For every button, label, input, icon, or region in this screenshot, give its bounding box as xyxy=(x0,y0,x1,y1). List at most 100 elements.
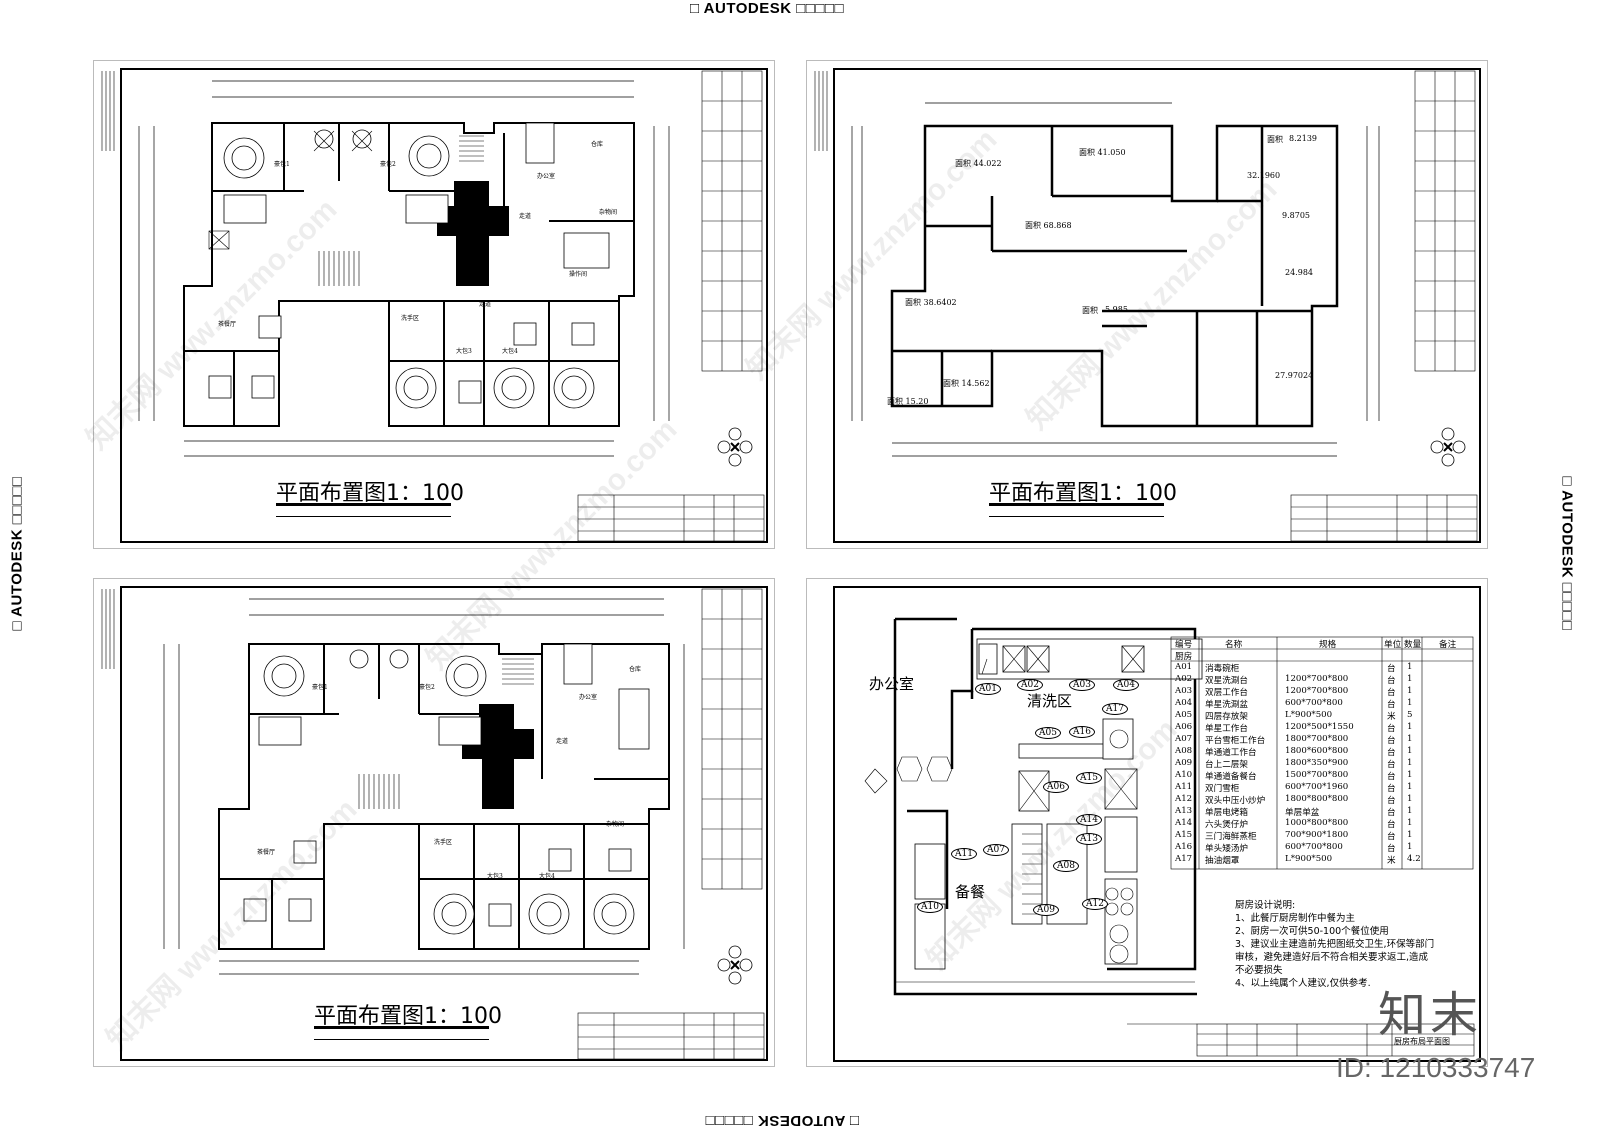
table-cell: A10 xyxy=(1175,770,1193,780)
room-label: 走道 xyxy=(519,213,532,220)
table-cell: 1800*700*800 xyxy=(1285,734,1349,744)
table-cell: 1 xyxy=(1407,758,1413,768)
equipment-tag: A14 xyxy=(1076,814,1102,826)
room-label: 豪包1 xyxy=(312,684,328,691)
room-label: 仓库 xyxy=(591,141,604,148)
table-cell: 1200*500*1550 xyxy=(1285,722,1354,732)
table-cell: 台 xyxy=(1387,748,1396,758)
table-header: 单位 xyxy=(1384,640,1402,650)
table-cell: 平台雪柜工作台 xyxy=(1205,736,1266,746)
drawing-frame xyxy=(120,586,768,1061)
table-cell: A11 xyxy=(1175,782,1193,792)
table-cell: 1 xyxy=(1407,686,1413,696)
table-cell: A16 xyxy=(1175,842,1193,852)
table-cell: 双头中压小炒炉 xyxy=(1205,796,1266,806)
equipment-tag: A17 xyxy=(1102,703,1128,715)
room-label: 大包3 xyxy=(456,348,472,355)
table-cell: 米 xyxy=(1387,712,1396,722)
table-cell: 600*700*800 xyxy=(1285,842,1343,852)
image-id-label: ID: 1210333747 xyxy=(1336,1052,1536,1083)
note-line: 3、建议业主建造前先把图纸交卫生,环保等部门 xyxy=(1235,939,1435,950)
kitchen-notes: 厨房设计说明: 1、此餐厅厨房制作中餐为主 2、厨房一次可供50-100个餐位使… xyxy=(1235,899,1434,990)
table-cell: 单层单盆 xyxy=(1285,808,1320,818)
table-cell: A03 xyxy=(1175,686,1193,696)
room-label: 洗手区 xyxy=(401,315,420,322)
znzmo-logo: 知末 xyxy=(1378,987,1483,1043)
table-cell: 台 xyxy=(1387,796,1396,806)
room-label: 走道 xyxy=(479,301,492,308)
table-cell: L*900*500 xyxy=(1285,854,1333,864)
autodesk-banner-bottom: □ AUTODESK □□□□□ xyxy=(705,1112,860,1129)
table-cell: A01 xyxy=(1175,662,1193,672)
note-line: 1、此餐厅厨房制作中餐为主 xyxy=(1235,913,1356,924)
table-cell: 1 xyxy=(1407,806,1413,816)
area-label: 32.1960 xyxy=(1247,171,1281,180)
table-cell: 1800*600*800 xyxy=(1285,746,1349,756)
table-cell: 1 xyxy=(1407,830,1413,840)
table-cell: 台 xyxy=(1387,784,1396,794)
table-cell: 600*700*800 xyxy=(1285,698,1343,708)
table-cell: 1 xyxy=(1407,698,1413,708)
table-cell: 台 xyxy=(1387,664,1396,674)
table-cell: A02 xyxy=(1175,674,1193,684)
area-label: 9.8705 xyxy=(1282,211,1310,220)
equipment-tag: A02 xyxy=(1017,679,1043,691)
table-cell: 1 xyxy=(1407,662,1413,672)
table-cell: 单层电烤箱 xyxy=(1205,808,1248,818)
table-cell: A04 xyxy=(1175,698,1193,708)
sheet-title: 平面布置图1：100 xyxy=(276,481,464,506)
equipment-tag: A16 xyxy=(1069,726,1095,738)
table-cell: A15 xyxy=(1175,830,1193,840)
room-label: 杂物间 xyxy=(606,821,625,828)
room-label: 茶餐厅 xyxy=(257,849,276,856)
table-cell: A08 xyxy=(1175,746,1193,756)
equipment-tag: A03 xyxy=(1069,679,1095,691)
table-cell: 5 xyxy=(1407,710,1413,720)
table-header: 名称 xyxy=(1225,640,1243,650)
area-label: 面积 68.868 xyxy=(1025,221,1072,230)
table-cell: A09 xyxy=(1175,758,1193,768)
room-label: 操作间 xyxy=(569,271,588,278)
table-cell: 1 xyxy=(1407,818,1413,828)
room-label: 茶餐厅 xyxy=(218,321,237,328)
room-label: 办公室 xyxy=(537,173,556,180)
table-cell: 单通道备餐台 xyxy=(1205,772,1257,782)
room-label: 洗手区 xyxy=(434,839,453,846)
equipment-tag: A10 xyxy=(917,901,943,913)
table-cell: 三门海鲜蒸柜 xyxy=(1205,832,1257,842)
equipment-tag: A08 xyxy=(1053,860,1079,872)
area-plan-drawing xyxy=(814,70,1478,542)
table-cell: 1800*800*800 xyxy=(1285,794,1349,804)
zone-wash-label: 清洗区 xyxy=(1027,692,1073,710)
drawing-frame xyxy=(833,68,1481,543)
room-label: 走道 xyxy=(556,738,569,745)
table-cell: A14 xyxy=(1175,818,1193,828)
autodesk-banner-right: □ AUTODESK □□□□□ xyxy=(1558,476,1576,631)
table-cell: 台 xyxy=(1387,772,1396,782)
drawing-frame xyxy=(833,586,1481,1062)
sheet-title: 平面布置图1：100 xyxy=(989,481,1177,506)
area-label: 面积 44.022 xyxy=(955,159,1002,168)
equipment-tag: A01 xyxy=(975,683,1001,695)
table-cell: 六头煲仔炉 xyxy=(1205,820,1248,830)
room-label: 大包4 xyxy=(502,348,518,355)
title-underline xyxy=(989,503,1164,506)
title-underline xyxy=(314,1026,489,1029)
table-cell: 单通道工作台 xyxy=(1205,748,1257,758)
area-label: 27.97024 xyxy=(1275,371,1314,380)
area-label: 面积 14.562 xyxy=(943,379,990,388)
table-cell: 台 xyxy=(1387,808,1396,818)
table-cell: 1 xyxy=(1407,842,1413,852)
table-cell: A13 xyxy=(1175,806,1193,816)
area-label: 24.984 xyxy=(1285,268,1313,277)
kitchen-drawing xyxy=(864,617,1475,1057)
table-cell: 台 xyxy=(1387,844,1396,854)
table-header: 备注 xyxy=(1439,640,1457,650)
note-line: 不必要损失 xyxy=(1235,965,1283,976)
sheet-title: 平面布置图1：100 xyxy=(314,1004,502,1029)
room-label: 豪包2 xyxy=(419,684,435,691)
floor-plan-drawing xyxy=(101,70,765,542)
autodesk-banner-left: □ AUTODESK □□□□□ xyxy=(8,476,26,631)
room-label: 办公室 xyxy=(579,694,598,701)
table-cell: 双层工作台 xyxy=(1205,688,1248,698)
